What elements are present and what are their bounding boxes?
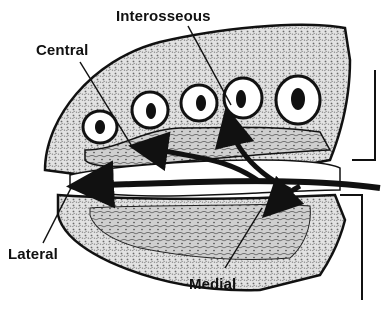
label-medial: Medial (189, 276, 236, 293)
label-interosseous: Interosseous (116, 8, 211, 25)
label-lateral: Lateral (8, 246, 58, 263)
frame-top (352, 70, 375, 160)
frame-bottom (340, 195, 362, 300)
label-central: Central (36, 42, 88, 59)
